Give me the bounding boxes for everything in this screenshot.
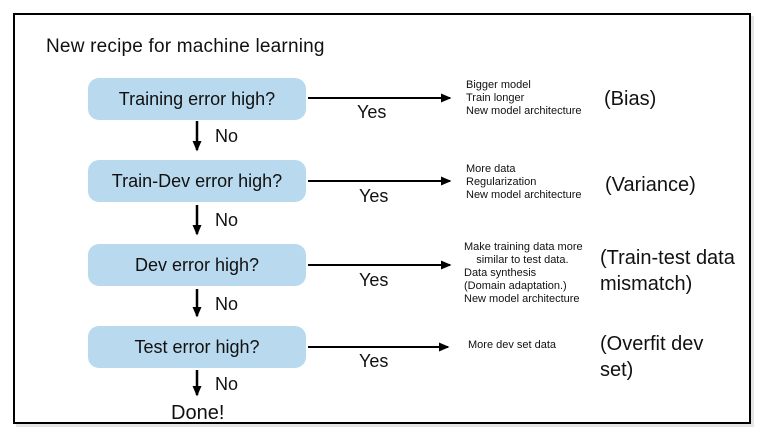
done-label: Done! [171, 402, 225, 424]
decision-box-label: Test error high? [134, 336, 260, 357]
remedies-text: Make training data more similar to test … [464, 241, 583, 305]
yes-label: Yes [359, 270, 389, 290]
yes-label: Yes [359, 351, 389, 371]
yes-label: Yes [357, 102, 387, 122]
no-label: No [215, 374, 239, 394]
decision-box-label: Dev error high? [134, 254, 260, 275]
category-label: (Train-test data mismatch) [600, 247, 735, 295]
yes-label: Yes [359, 186, 389, 206]
decision-box-train-dev-error: Train-Dev error high? [88, 160, 306, 202]
category-label: (Variance) [605, 174, 696, 196]
category-label: (Bias) [604, 88, 657, 110]
remedies-text: More dev set data [468, 339, 557, 351]
slide-title: New recipe for machine learning [46, 36, 325, 57]
no-label: No [215, 294, 239, 314]
no-label: No [215, 210, 239, 230]
decision-box-label: Train-Dev error high? [111, 170, 283, 191]
decision-box-training-error: Training error high? [88, 78, 306, 120]
decision-box-dev-error: Dev error high? [88, 244, 306, 286]
remedies-text: More data Regularization New model archi… [466, 163, 582, 201]
decision-box-label: Training error high? [118, 88, 276, 109]
category-label: (Overfit dev set) [600, 333, 704, 381]
no-label: No [215, 126, 239, 146]
remedies-text: Bigger model Train longer New model arch… [466, 79, 582, 117]
decision-box-test-error: Test error high? [88, 326, 306, 368]
